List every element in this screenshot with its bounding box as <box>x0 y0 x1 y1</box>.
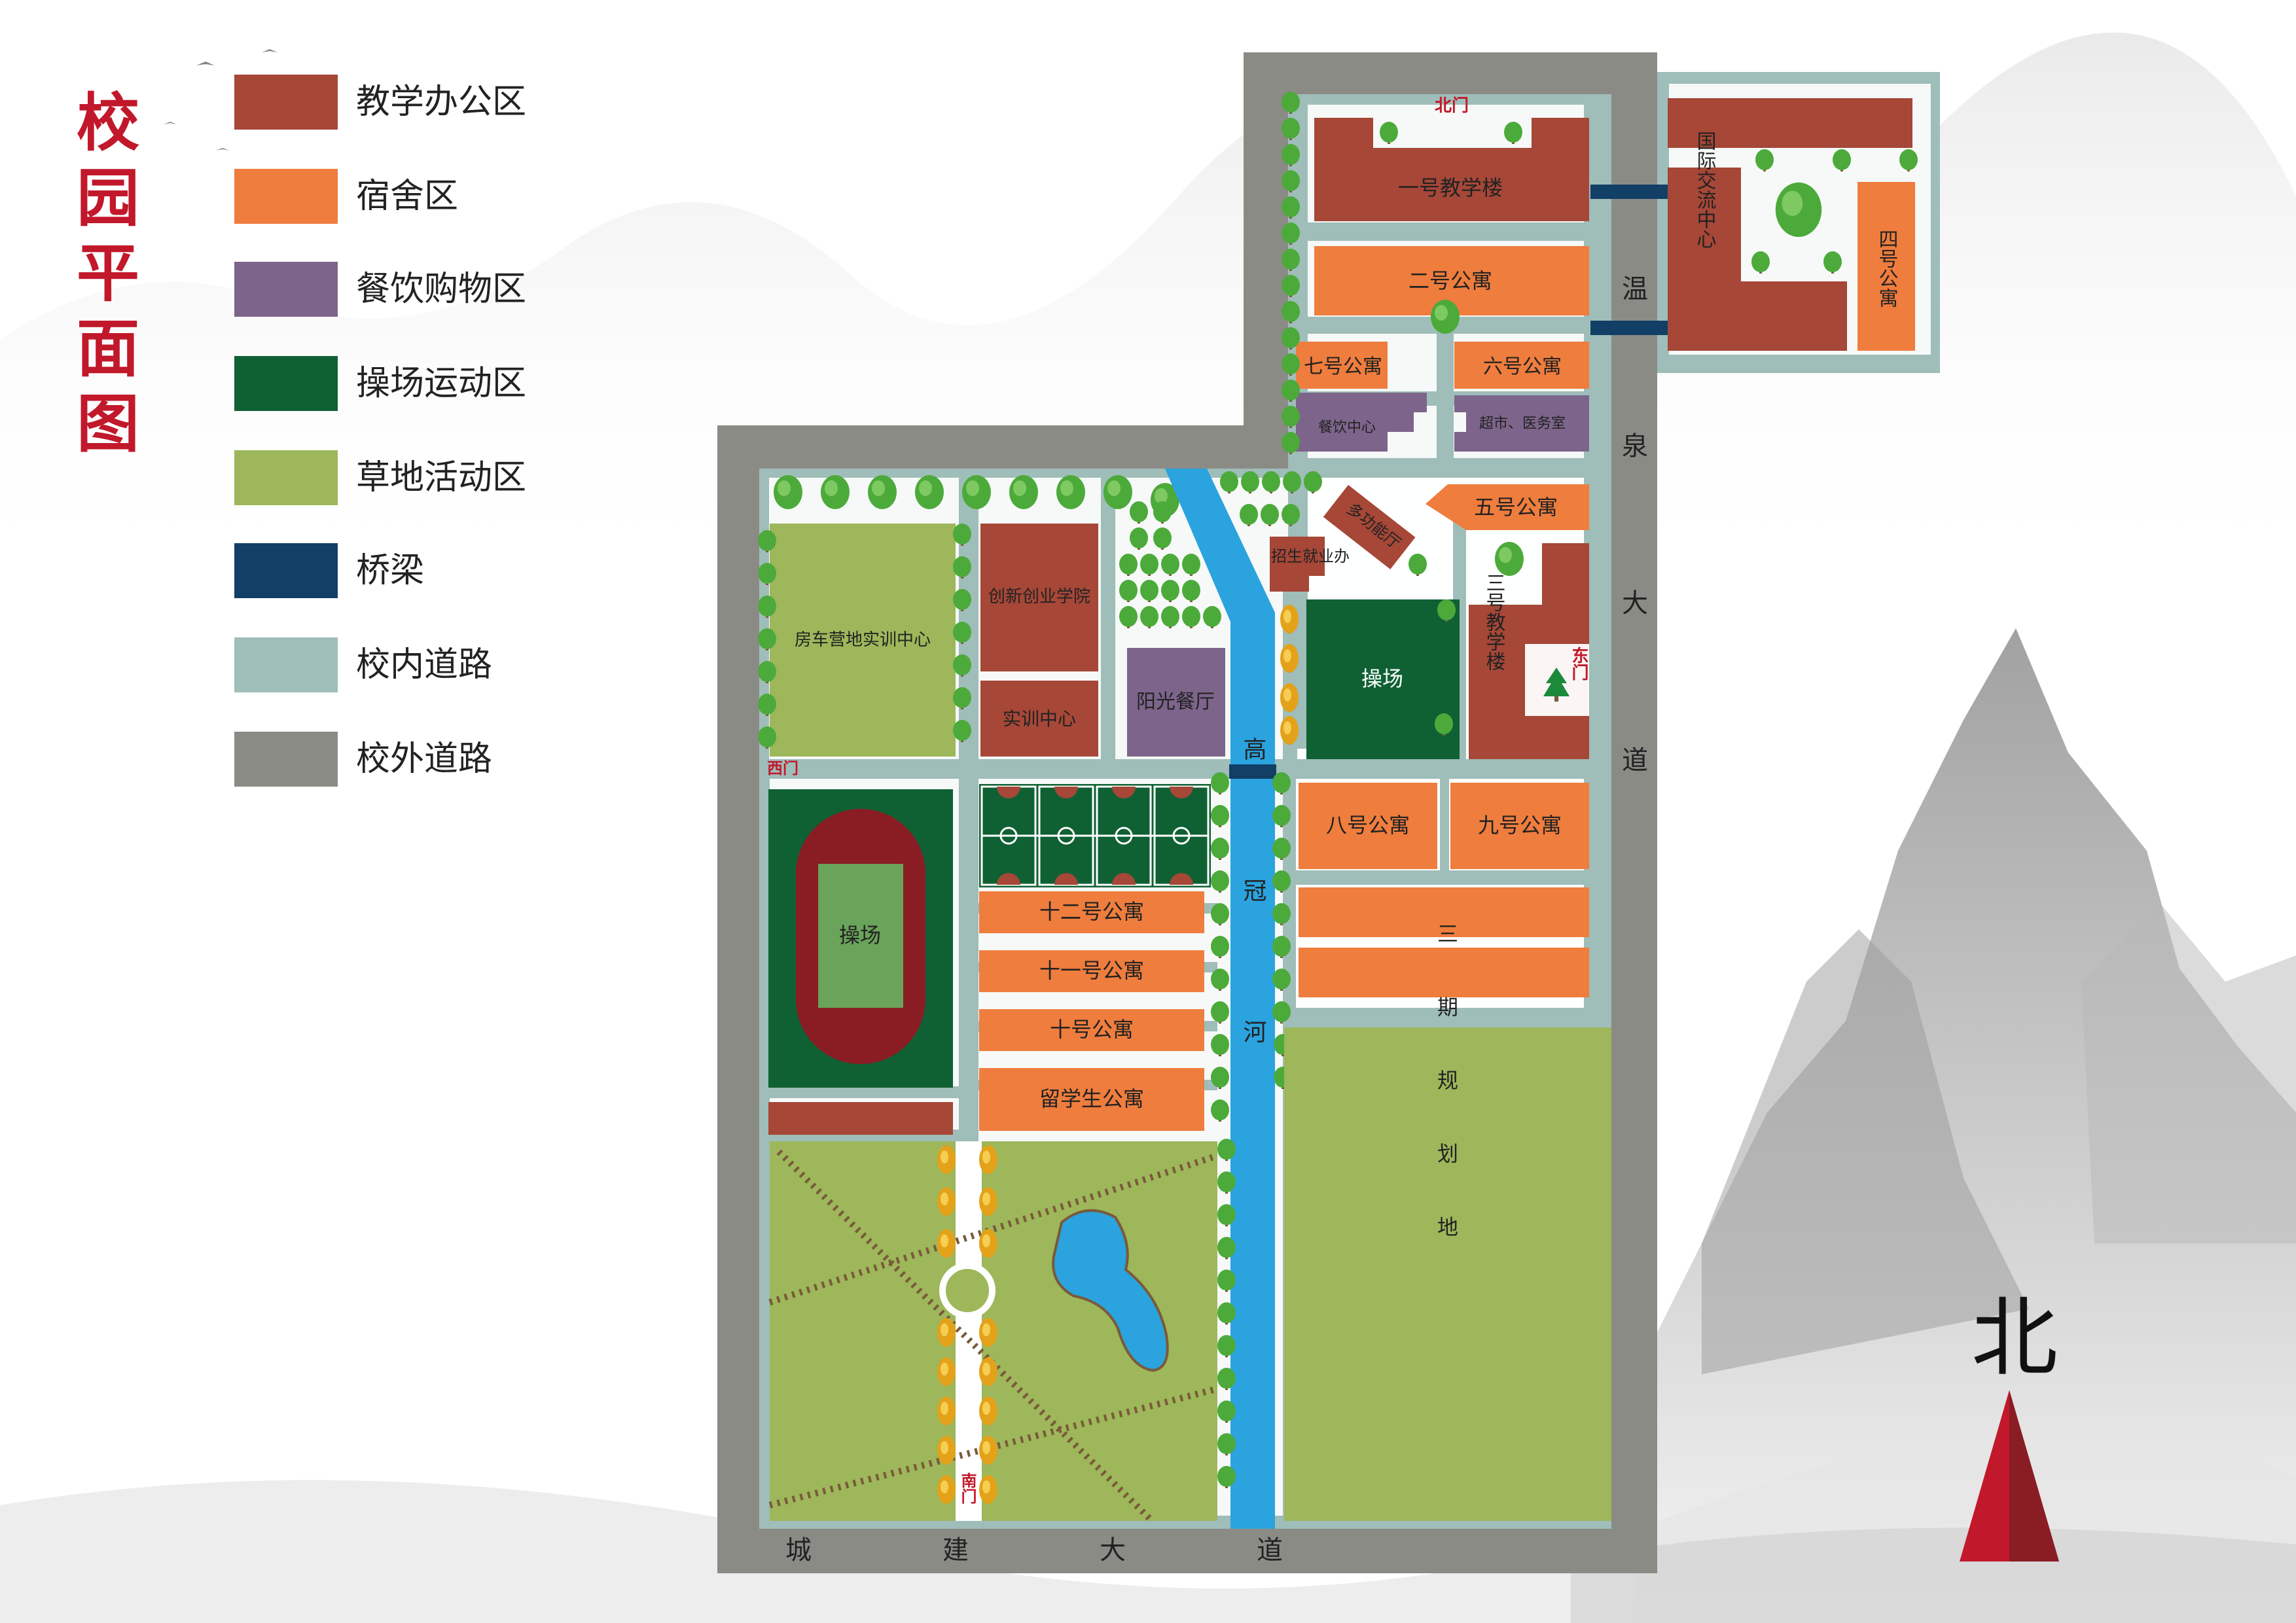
building-block <box>1668 98 1912 148</box>
legend-label: 校外道路 <box>356 740 493 779</box>
label-south-road: 城建大道 <box>785 1535 1414 1565</box>
label-apt12: 十二号公寓 <box>1039 899 1144 924</box>
legend-swatch <box>234 732 338 787</box>
building-apt11 <box>979 950 1204 992</box>
label-recruit-office: 招生就业办 <box>1271 547 1350 565</box>
legend-label: 草地活动区 <box>356 458 527 497</box>
north-arrow-icon <box>1960 1390 2059 1561</box>
label-west-field: 操场 <box>839 923 881 948</box>
label-phase3: 三期规划地 <box>1434 923 1459 1289</box>
legend-swatch <box>234 169 338 224</box>
building-dining <box>1296 393 1427 452</box>
building-teaching1 <box>1314 118 1589 221</box>
west-gate-label: 西门 <box>767 759 798 777</box>
building-apt6 <box>1454 342 1589 389</box>
legend-label: 校内道路 <box>356 645 493 685</box>
north-sports-field <box>1306 599 1460 759</box>
label-training: 实训中心 <box>1003 708 1076 730</box>
building-apt8 <box>1299 783 1437 869</box>
label-intl-center: 国际交流中心 <box>1693 131 1716 249</box>
legend-label: 桥梁 <box>356 551 425 590</box>
label-apt2: 二号公寓 <box>1408 268 1492 293</box>
label-apt10: 十号公寓 <box>1050 1017 1134 1042</box>
legend-swatch <box>234 75 338 130</box>
legend-swatch <box>234 450 338 505</box>
building-apt-bar <box>1299 948 1589 997</box>
building-apt9 <box>1450 783 1589 869</box>
legend-label: 宿舍区 <box>356 177 459 216</box>
title-char: 校 <box>77 86 139 160</box>
legend-swatch <box>234 543 338 598</box>
roundabout <box>939 1262 996 1319</box>
pine-icon <box>1543 668 1570 702</box>
phase3-planning-land <box>1284 1027 1611 1521</box>
legend-swatch <box>234 262 338 317</box>
label-apt5: 五号公寓 <box>1474 495 1558 520</box>
north-gate-label: 北门 <box>1435 96 1469 116</box>
building-recruit-office <box>1270 537 1325 592</box>
north-label: 北 <box>1971 1288 2058 1389</box>
label-apt4: 四号公寓 <box>1875 229 1898 308</box>
label-east-road: 温泉大道 <box>1617 275 1647 903</box>
south-gate-label: 南门 <box>958 1472 977 1505</box>
label-rv-center: 房车营地实训中心 <box>795 630 931 650</box>
building-sunshine-restaurant <box>1127 648 1225 757</box>
rv-training-grass <box>770 524 956 757</box>
building-apt10 <box>979 1009 1204 1051</box>
building-apt7 <box>1296 342 1388 389</box>
bridge <box>1229 764 1276 779</box>
label-teaching1: 一号教学楼 <box>1398 175 1503 200</box>
legend-label: 操场运动区 <box>356 364 527 403</box>
bridge <box>1590 185 1669 199</box>
label-apt8: 八号公寓 <box>1326 813 1410 838</box>
label-sunshine-restaurant: 阳光餐厅 <box>1136 690 1215 713</box>
bridge <box>1590 321 1669 335</box>
title-char: 图 <box>77 387 139 461</box>
title-char: 园 <box>77 161 139 235</box>
building-apt-bar <box>1299 887 1589 937</box>
building-intl-students-apt <box>979 1068 1204 1131</box>
building-apt12 <box>979 891 1204 933</box>
legend-label: 教学办公区 <box>356 82 527 122</box>
legend-swatch <box>234 356 338 411</box>
south-park-east <box>979 1141 1217 1521</box>
label-teaching3: 三号教学楼 <box>1482 573 1506 671</box>
building-training <box>980 681 1098 757</box>
label-apt11: 十一号公寓 <box>1039 958 1144 983</box>
legend-swatch <box>234 637 338 692</box>
south-park-west <box>770 1141 960 1521</box>
label-innovation: 创新创业学院 <box>988 587 1090 607</box>
label-river: 高冠河 <box>1240 737 1266 1161</box>
basketball-courts <box>979 784 1211 887</box>
pond <box>1052 1209 1169 1372</box>
label-apt7: 七号公寓 <box>1304 355 1382 378</box>
label-apt9: 九号公寓 <box>1478 813 1562 838</box>
building-apt4 <box>1857 182 1915 351</box>
building-apt5 <box>1426 484 1589 530</box>
track-infield <box>818 864 903 1008</box>
label-market: 超市、医务室 <box>1479 416 1566 432</box>
building-innovation <box>980 524 1098 671</box>
label-intl-students-apt: 留学生公寓 <box>1039 1086 1144 1111</box>
label-north-field: 操场 <box>1361 666 1403 691</box>
building-block <box>768 1102 953 1135</box>
building-market <box>1454 395 1589 452</box>
building-multi-hall <box>1323 484 1416 569</box>
east-gate-label: 东门 <box>1569 646 1588 681</box>
park-paths <box>768 1149 1219 1524</box>
title-char: 面 <box>77 312 139 385</box>
building-intl-center <box>1668 168 1847 351</box>
title-char: 平 <box>77 236 139 310</box>
legend-label: 餐饮购物区 <box>356 270 527 309</box>
label-dining: 餐饮中心 <box>1318 419 1376 436</box>
label-apt6: 六号公寓 <box>1483 355 1562 378</box>
river <box>1165 469 1275 1529</box>
